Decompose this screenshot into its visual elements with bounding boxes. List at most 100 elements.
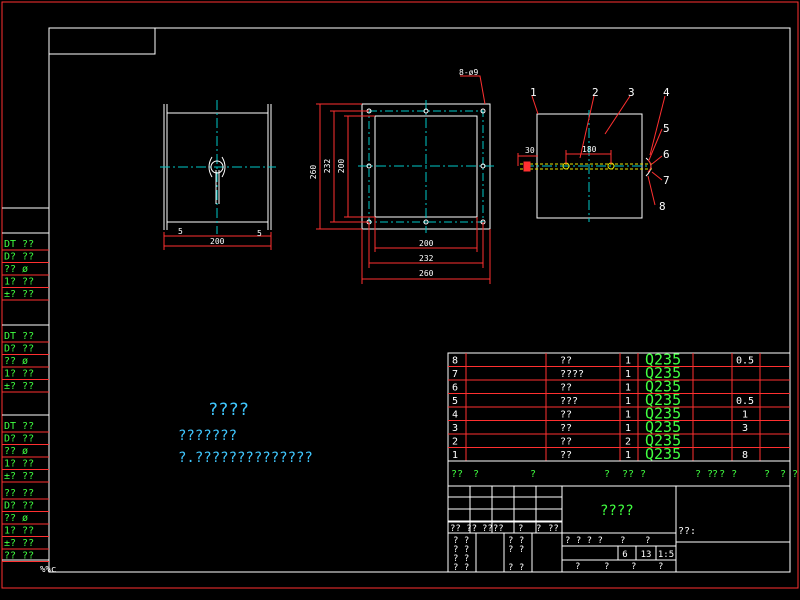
notes-line-2: ?.?????????????? [178,450,313,466]
row-name: ???? [560,369,584,380]
scale-labels: ? ? ? ??? [565,536,650,546]
row-material: Q235 [645,364,681,382]
header-cell: ? [473,469,479,480]
hole-note: 8-ø9 [459,68,478,77]
parts-header-cells: ????????? ? ? ???? ? [451,469,798,480]
header-cell: ? [604,469,610,480]
row-material: Q235 [645,378,681,396]
part-label: 3 [628,86,635,99]
scale-value: 1:5 [658,550,674,560]
row-number: 4 [452,410,458,421]
scale-label: ? [620,536,625,546]
part-label: 8 [659,200,666,213]
row-number: 5 [452,396,458,407]
header-cell: ? ? ? ? [695,469,737,480]
view-right: 1 2 3 4 5 6 7 8 30 180 [517,86,670,222]
left-handle-block [523,161,531,172]
sign-cell: ? [518,524,523,534]
corner-title-box [48,27,156,55]
part-label: 7 [663,174,670,187]
header-cell: ?? [451,469,463,480]
row-number: 6 [452,383,458,394]
side-panel-entry: D? ?? [4,344,34,355]
part-number-labels: 1 2 3 4 5 6 7 8 [530,86,670,213]
bottom-cells: ???? [575,562,663,572]
scale-value: 13 [641,550,652,560]
row-material: Q235 [645,418,681,436]
side-panel-entry: ±? ?? [4,289,34,300]
row-name: ?? [560,423,572,434]
part-label: 4 [663,86,670,99]
dim-v-inner: 200 [337,159,346,174]
row-qty: 1 [625,450,631,461]
notes-heading: ???? [208,400,249,420]
scale-label: ? ? ? ? [565,536,603,546]
header-cell: ? [530,469,536,480]
sign-cell: ? [536,524,541,534]
side-panel-entry: D? ?? [4,434,34,445]
side-panel-entry: 1? ?? [4,277,34,288]
side-panel-entry: DT ?? [4,239,34,250]
side-panel-entry: D? ?? [4,252,34,263]
drawing-title: ???? [600,503,634,519]
side-panel-entry: DT ?? [4,421,34,432]
notes-line-1: ??????? [178,428,237,444]
side-panel-entry: ?? ?? [4,551,34,562]
row-number: 8 [452,356,458,367]
dim-h-inner: 200 [419,239,434,248]
side-panel-entry: DT ?? [4,331,34,342]
header-cell: ?? [622,469,634,480]
view-left-dimensions [163,232,272,250]
row-name: ?? [560,437,572,448]
dim-h-outer: 260 [419,269,434,278]
view-middle: 8-ø9 200 232 260 260 232 200 [309,68,494,284]
dim-30: 30 [525,146,535,155]
dim-v-outer: 260 [309,165,318,180]
dim-180: 180 [582,145,597,154]
approve-cells: ? ?? ?? ?? ? [453,536,469,573]
sign-cell: ???? [482,524,504,534]
row-weight: 8 [742,450,748,461]
side-panel-entry: 1? ?? [4,526,34,537]
row-material: Q235 [645,405,681,423]
row-name: ?? [560,410,572,421]
row-weight: 1 [742,410,748,421]
side-panel-entry: ?? ø [4,446,28,457]
row-material: Q235 [645,432,681,450]
dim-total-200: 200 [210,237,225,246]
header-cell: ? [640,469,646,480]
sign-cell: ?? [548,524,559,534]
drawing-frame [1,1,799,589]
bottom-cell: ? [575,562,580,572]
side-panel-entry: ?? ø [4,513,28,524]
row-number: 7 [452,369,458,380]
header-cell: ? [712,469,718,480]
row-qty: 1 [625,369,631,380]
row-name: ?? [560,356,572,367]
approve-cell: ? ? [453,554,469,564]
row-number: 2 [452,437,458,448]
part-label: 5 [663,122,670,135]
dim-right-5: 5 [257,229,262,238]
part-label: 6 [663,148,670,161]
parts-columns [465,353,761,461]
row-number: 3 [452,423,458,434]
row-name: ?? [560,383,572,394]
part-label: 1 [530,86,537,99]
row-material: Q235 [645,351,681,369]
dim-h-mid: 232 [419,254,434,263]
bottom-cell: ? [631,562,636,572]
approve-cell: ? ? [453,536,469,546]
middle-cell: ? ? [508,536,524,546]
row-name: ?? [560,450,572,461]
scale-label: ? [645,536,650,546]
header-cell: ? [764,469,770,480]
dim-v-mid: 232 [323,159,332,174]
side-panel-groups: DT ??D? ???? ø1? ??±? ??DT ??D? ???? ø1?… [2,239,49,562]
row-qty: 1 [625,423,631,434]
side-panel-entry: ?? ?? [4,488,34,499]
row-number: 1 [452,450,458,461]
part-label: 2 [592,86,599,99]
row-qty: 1 [625,396,631,407]
